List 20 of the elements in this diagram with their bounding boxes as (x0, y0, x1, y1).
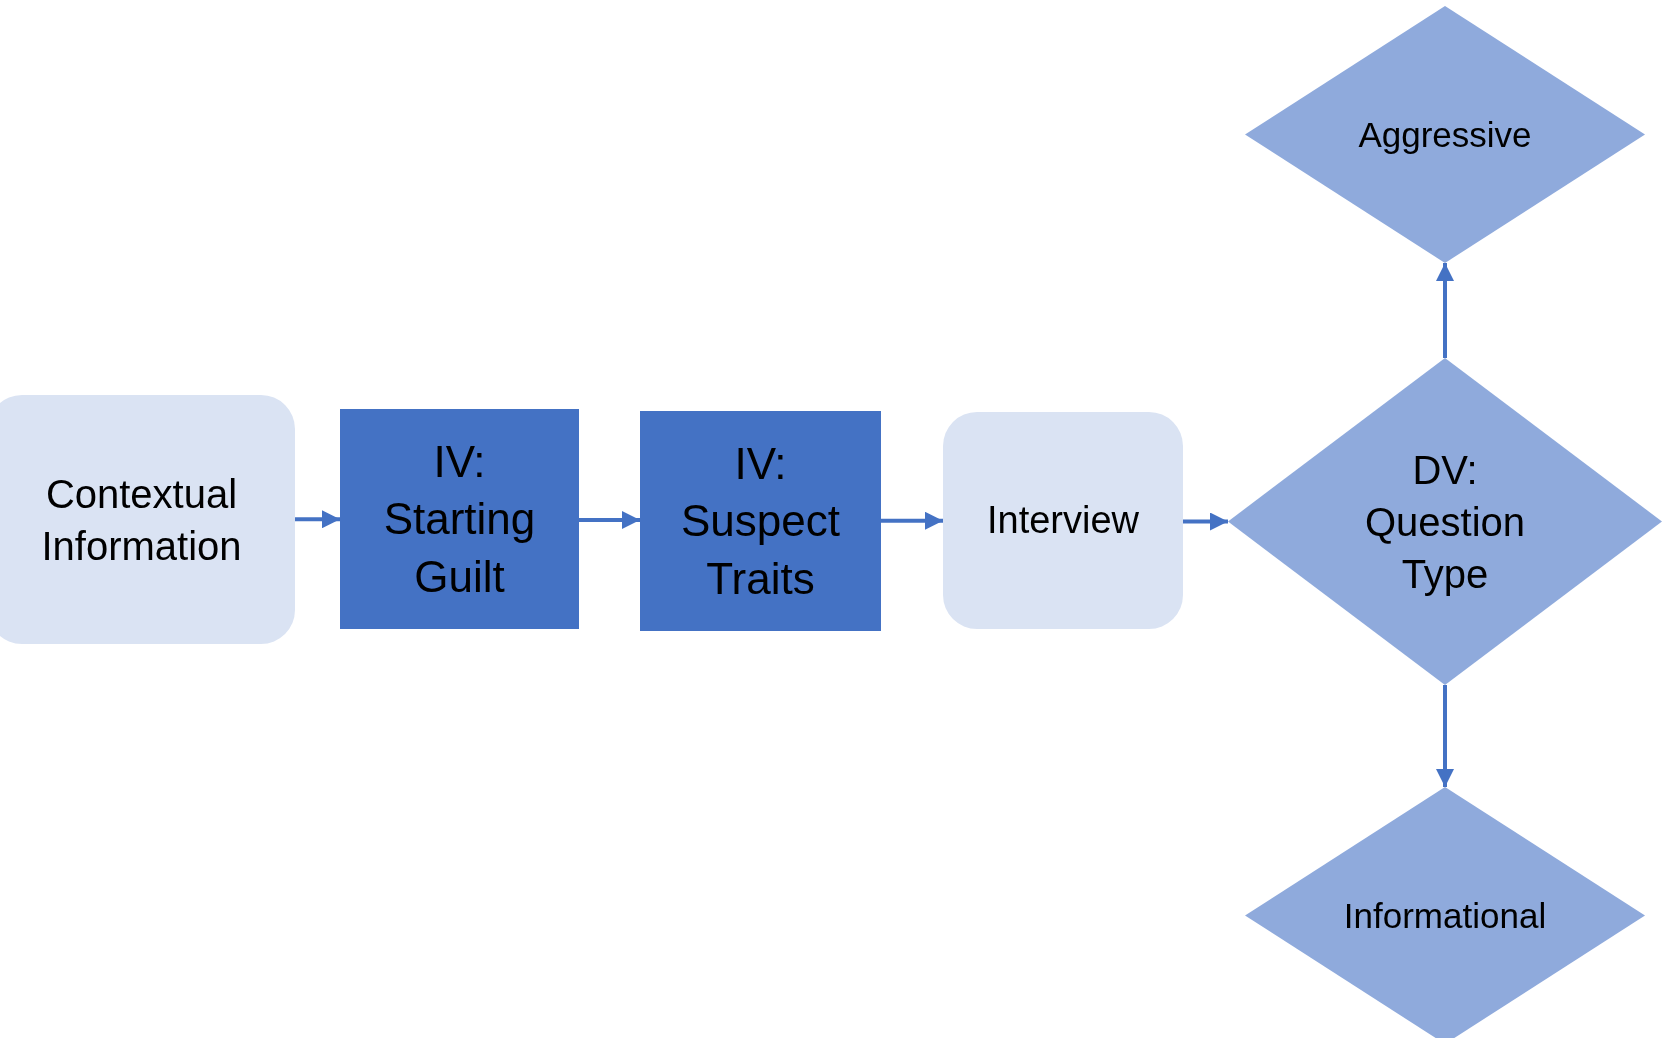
node-label: DV: Question Type (1363, 446, 1527, 598)
arrow (881, 511, 943, 530)
arrow (1436, 263, 1454, 358)
arrow (579, 511, 640, 529)
node-label: Interview (986, 497, 1140, 543)
arrow (295, 510, 340, 529)
rounded-box (943, 412, 1183, 629)
rounded-box (0, 395, 295, 644)
arrow (1183, 512, 1228, 531)
node-label: IV: Suspect Traits (680, 438, 841, 605)
process-box (640, 411, 881, 631)
arrow (1436, 685, 1454, 787)
process-box (340, 409, 579, 629)
node-label: IV: Starting Guilt (382, 436, 537, 603)
decision-diamond (1228, 358, 1662, 685)
outcome-diamond (1245, 787, 1645, 1038)
node-label: Informational (1343, 894, 1547, 937)
outcome-diamond (1245, 6, 1645, 263)
node-label: Contextual Information (40, 470, 243, 570)
node-label: Aggressive (1358, 113, 1532, 156)
